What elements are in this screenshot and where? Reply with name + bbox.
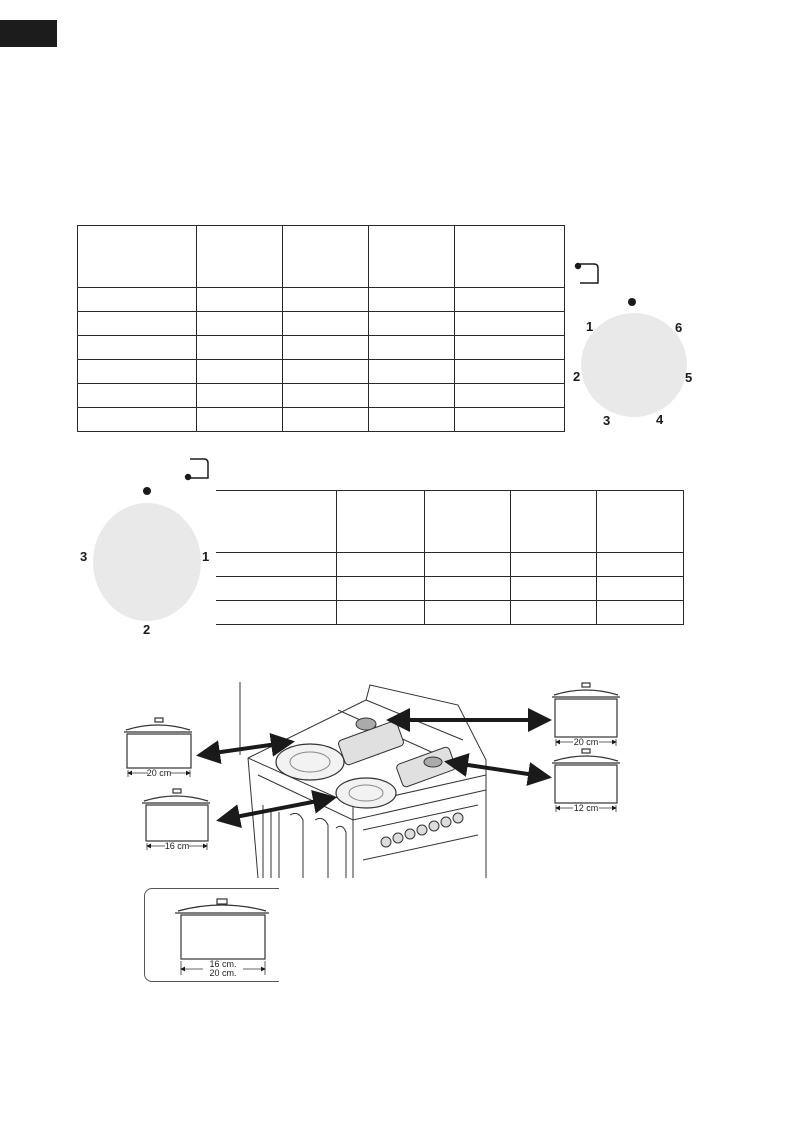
dial-position-2: 2 bbox=[573, 369, 581, 384]
dial-position-3: 3 bbox=[80, 549, 88, 564]
pot-size-label: 20 cm bbox=[574, 737, 599, 747]
dial-off-marker bbox=[628, 298, 636, 306]
dial-position-3: 3 bbox=[603, 413, 611, 428]
dial-knob bbox=[93, 503, 201, 621]
dial-position-1: 1 bbox=[202, 549, 210, 564]
pot-size-label: 12 cm bbox=[574, 803, 599, 813]
pot-size-label: 20 cm bbox=[147, 768, 172, 778]
pot-size-label: 16 cm bbox=[165, 841, 190, 851]
cooker-pot-size-illustration: 20 cm 16 cm 20 cm 12 cm bbox=[124, 682, 620, 879]
table-row bbox=[216, 576, 684, 601]
dial-position-4: 4 bbox=[656, 412, 664, 427]
table-header-row bbox=[77, 225, 565, 288]
table-header-row bbox=[216, 490, 684, 553]
table-row bbox=[216, 552, 684, 577]
pot-detail-box: 16 cm. 20 cm. bbox=[144, 888, 279, 982]
dial-position-5: 5 bbox=[685, 370, 693, 385]
language-tab bbox=[0, 20, 57, 47]
hotplate-symbol-icon bbox=[184, 458, 209, 481]
pot-size-label: 20 cm. bbox=[209, 968, 236, 978]
table-row bbox=[77, 383, 565, 408]
hotplate-symbol-icon bbox=[574, 262, 599, 284]
hotplate-settings-table-2 bbox=[216, 490, 684, 625]
hotplate-settings-table bbox=[77, 225, 565, 432]
dial-position-1: 1 bbox=[586, 319, 594, 334]
pot-detail-illustration: 16 cm. 20 cm. bbox=[175, 898, 269, 978]
table-row bbox=[216, 600, 684, 625]
table-row bbox=[77, 359, 565, 384]
pot-size-label: 16 cm. bbox=[209, 959, 236, 969]
dial-position-6: 6 bbox=[675, 320, 683, 335]
table-row bbox=[77, 335, 565, 360]
table-row bbox=[77, 311, 565, 336]
dial-position-2: 2 bbox=[143, 622, 151, 637]
dial-knob bbox=[581, 313, 687, 417]
table-row bbox=[77, 407, 565, 432]
dial-off-marker bbox=[143, 487, 151, 495]
pot-arrows bbox=[196, 708, 552, 828]
table-row bbox=[77, 287, 565, 312]
